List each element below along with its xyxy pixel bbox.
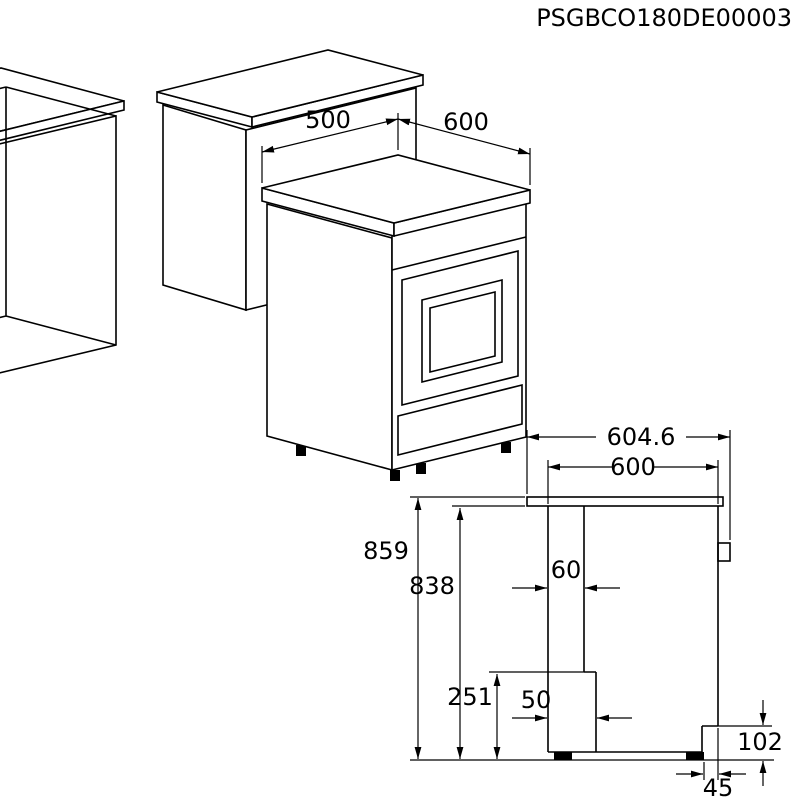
cabinet-left-front-frame [0,114,117,374]
cooker-foot-right [501,442,511,453]
dimension-height-under-worktop: 838 [409,505,525,759]
dimension-top-width: 600 [397,108,531,155]
dimension-label-bottom-inset: 50 [521,686,552,714]
cabinet-right-worktop-top [156,49,424,118]
dimension-label-height-under-worktop: 838 [409,572,455,600]
dimension-rear-foot-offset: 45 [676,728,746,800]
cooktop-surface [261,154,531,224]
dimension-line-600 [397,118,531,155]
isometric-view: 500 600 [0,49,531,481]
dimension-label-depth: 600 [610,453,656,481]
dimension-label-500: 500 [305,106,351,134]
product-code: PSGBCO180DE00003 [536,4,792,32]
front-foot [554,752,572,760]
cabinet-left [0,67,125,374]
cooker-3d [261,154,531,481]
dimension-label-top-inset: 60 [551,556,582,584]
cabinet-right-side [162,103,247,312]
extension-lines [703,728,719,780]
cabinet-left-worktop-front [0,99,125,142]
dimension-label-lower-section: 251 [447,683,493,711]
cooker-side-panel [266,202,393,472]
dimension-label-rear-recess: 102 [737,728,783,756]
dimension-label-600: 600 [443,108,489,136]
dimension-line-500 [261,118,399,153]
cooker-foot-mid [416,463,426,474]
side-profile [410,496,774,761]
worktop-slab [526,496,724,507]
dimension-total-height: 859 [363,496,525,759]
cooker-foot-corner [390,470,400,481]
oven-door-window-glass [429,290,496,374]
dimension-rear-recess: 102 [718,700,783,786]
side-panel-edge [583,506,597,752]
cabinet-left-interior-edges [0,86,117,346]
extension-lines [526,430,731,540]
control-panel-line [391,236,527,271]
rear-foot [686,752,704,760]
dimension-label-total-height: 859 [363,537,409,565]
body-outline [547,506,719,753]
dimension-top-inset: 60 [512,556,620,592]
rear-spacer [717,542,731,562]
dimension-label-total-depth: 604.6 [607,423,676,451]
dimension-bottom-inset: 50 [512,686,632,722]
side-view: 604.6 600 859 838 60 [363,423,783,800]
dimension-lower-section: 251 [447,671,584,759]
storage-drawer-front [397,383,523,457]
dimension-depth: 600 [547,453,719,504]
dimension-total-depth: 604.6 [526,423,731,540]
dimension-label-rear-foot-offset: 45 [703,774,734,800]
cooker-foot-left [296,445,306,456]
